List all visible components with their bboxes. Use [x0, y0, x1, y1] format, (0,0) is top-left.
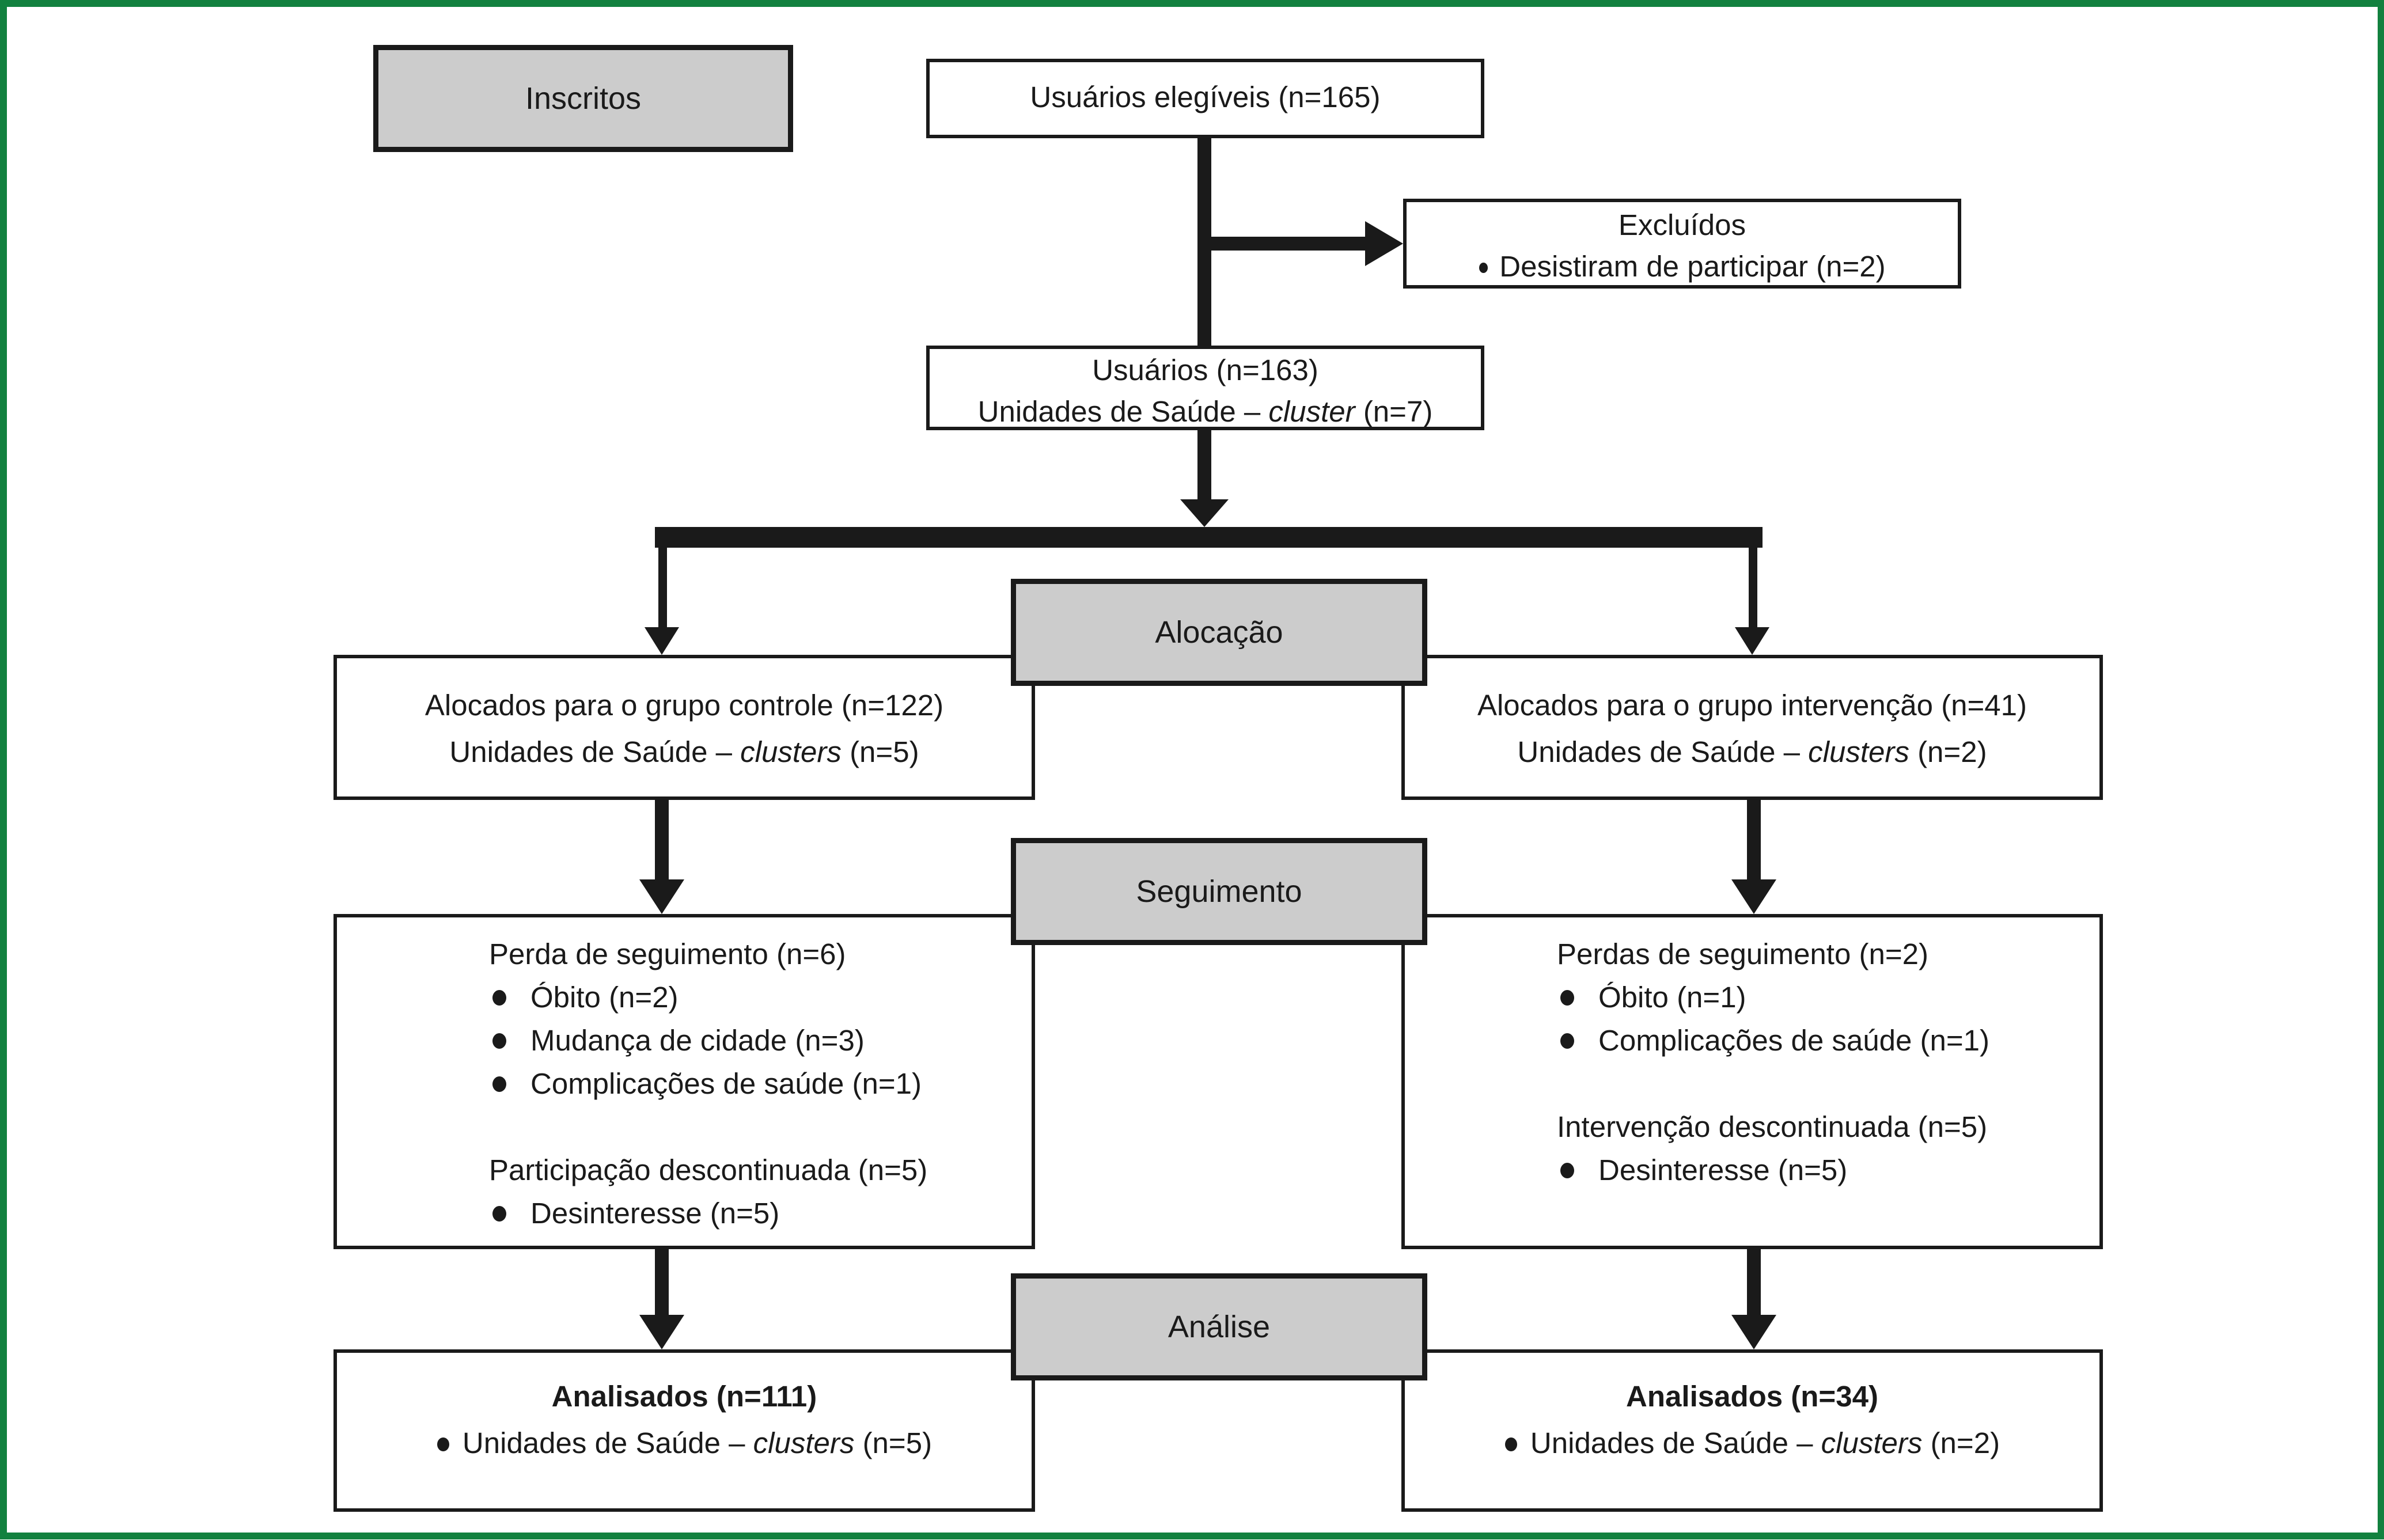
- excluded-item: Desistiram de participar (n=2): [1479, 247, 1886, 289]
- allocated-intervention-clusters: Unidades de Saúde – clusters (n=2): [1517, 736, 1987, 769]
- box-eligible-users: Usuários elegíveis (n=165): [926, 59, 1484, 138]
- box-followup-control: Perda de seguimento (n=6) Óbito (n=2) Mu…: [333, 914, 1035, 1249]
- box-allocated-control: Alocados para o grupo controle (n=122) U…: [333, 655, 1035, 800]
- stage-label-seguimento-text: Seguimento: [1136, 873, 1302, 908]
- followup-intervention-list1: Óbito (n=1) Complicações de saúde (n=1): [1557, 976, 2099, 1063]
- box-analyzed-control: Analisados (n=111) Unidades de Saúde – c…: [333, 1349, 1035, 1512]
- split-bar: [655, 527, 1763, 548]
- box-excluded: Excluídos Desistiram de participar (n=2): [1403, 199, 1961, 289]
- allocated-intervention-count: Alocados para o grupo intervenção (n=41): [1477, 689, 2027, 722]
- arrow-alloc-to-followup-control-shaft: [655, 800, 669, 879]
- eligible-users-text: Usuários elegíveis (n=165): [1030, 81, 1381, 114]
- stage-label-inscritos-text: Inscritos: [525, 80, 642, 115]
- box-allocated-intervention: Alocados para o grupo intervenção (n=41)…: [1401, 655, 2103, 800]
- arrow-followup-to-analysis-intervention-shaft: [1747, 1249, 1761, 1315]
- bullet-icon: [1479, 261, 1488, 272]
- stage-label-analise: Análise: [1011, 1273, 1427, 1380]
- arrow-alloc-to-followup-intervention-shaft: [1747, 800, 1761, 879]
- analyzed-intervention-count: Analisados (n=34): [1626, 1380, 1878, 1413]
- arrowhead-into-alloc-control: [645, 627, 679, 655]
- list-item: Desinteresse (n=5): [1557, 1149, 2099, 1192]
- box-users-randomized: Usuários (n=163) Unidades de Saúde – clu…: [926, 346, 1484, 430]
- stage-label-alocacao-text: Alocação: [1155, 614, 1283, 649]
- list-item: Mudança de cidade (n=3): [489, 1019, 1032, 1063]
- bullet-icon: [436, 1436, 449, 1451]
- bullet-icon: [1504, 1436, 1517, 1451]
- arrowhead-into-excluded: [1365, 221, 1403, 266]
- allocated-control-clusters: Unidades de Saúde – clusters (n=5): [449, 736, 919, 769]
- arrowhead-into-analysis-intervention: [1731, 1315, 1776, 1349]
- followup-control-list1: Óbito (n=2) Mudança de cidade (n=3) Comp…: [489, 976, 1032, 1106]
- box-followup-intervention: Perdas de seguimento (n=2) Óbito (n=1) C…: [1401, 914, 2103, 1249]
- arrowhead-users-to-split: [1180, 499, 1229, 527]
- followup-intervention-list2: Desinteresse (n=5): [1557, 1149, 2099, 1192]
- connector-branch-excluded-shaft: [1204, 237, 1365, 251]
- allocated-control-count: Alocados para o grupo controle (n=122): [425, 689, 944, 722]
- followup-intervention-heading2: Intervenção descontinuada (n=5): [1557, 1111, 1988, 1144]
- users-count: Usuários (n=163): [1092, 354, 1318, 387]
- analyzed-control-clusters: Unidades de Saúde – clusters (n=5): [436, 1420, 932, 1467]
- followup-intervention-heading1: Perdas de seguimento (n=2): [1557, 938, 1928, 971]
- arrowhead-into-followup-control: [639, 879, 684, 914]
- arrowhead-into-analysis-control: [639, 1315, 684, 1349]
- list-item: Complicações de saúde (n=1): [489, 1063, 1032, 1106]
- split-stem-right: [1749, 548, 1757, 627]
- stage-label-analise-text: Análise: [1168, 1308, 1271, 1344]
- followup-control-list2: Desinteresse (n=5): [489, 1192, 1032, 1235]
- excluded-title: Excluídos: [1618, 209, 1746, 242]
- arrow-followup-to-analysis-control-shaft: [655, 1249, 669, 1315]
- box-analyzed-intervention: Analisados (n=34) Unidades de Saúde – cl…: [1401, 1349, 2103, 1512]
- arrowhead-into-followup-intervention: [1731, 879, 1776, 914]
- list-item: Óbito (n=2): [489, 976, 1032, 1019]
- arrowhead-into-alloc-intervention: [1735, 627, 1769, 655]
- users-clusters: Unidades de Saúde – cluster (n=7): [977, 396, 1433, 428]
- followup-control-heading2: Participação descontinuada (n=5): [489, 1154, 928, 1187]
- stage-label-seguimento: Seguimento: [1011, 838, 1427, 945]
- list-item: Desinteresse (n=5): [489, 1192, 1032, 1235]
- split-stem-left: [658, 548, 667, 627]
- stage-label-alocacao: Alocação: [1011, 579, 1427, 686]
- connector-users-down-shaft: [1197, 430, 1211, 499]
- list-item: Complicações de saúde (n=1): [1557, 1019, 2099, 1063]
- followup-control-heading1: Perda de seguimento (n=6): [489, 938, 846, 971]
- list-item: Óbito (n=1): [1557, 976, 2099, 1019]
- analyzed-intervention-clusters: Unidades de Saúde – clusters (n=2): [1504, 1420, 2000, 1467]
- analyzed-control-count: Analisados (n=111): [551, 1380, 817, 1413]
- stage-label-inscritos: Inscritos: [373, 45, 793, 152]
